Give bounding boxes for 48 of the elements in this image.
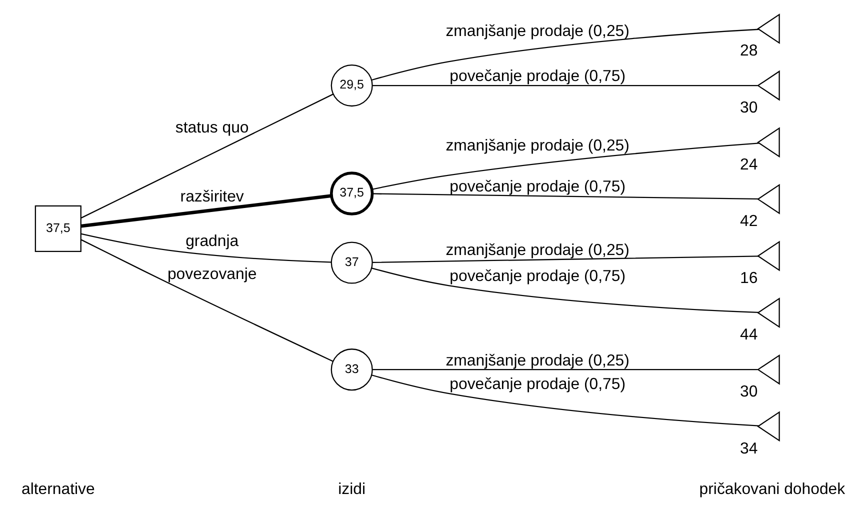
edge-label: razširitev bbox=[180, 188, 244, 206]
connector bbox=[80, 233, 331, 263]
connector bbox=[80, 194, 332, 228]
edge-label: povezovanje bbox=[167, 266, 257, 283]
node-circle: 37 bbox=[330, 242, 373, 284]
node-triangle bbox=[756, 411, 780, 442]
connector bbox=[372, 28, 759, 81]
connector bbox=[372, 268, 758, 313]
edge-label: status quo bbox=[175, 119, 249, 136]
node-triangle bbox=[756, 13, 780, 44]
edge-label: povečanje prodaje (0,75) bbox=[450, 68, 626, 86]
edge-label: zmanjšanje prodaje (0,25) bbox=[446, 138, 630, 155]
edge-label: povečanje prodaje (0,75) bbox=[450, 268, 626, 286]
edge-label: zmanjšanje prodaje (0,25) bbox=[446, 22, 630, 40]
edge-label: povečanje prodaje (0,75) bbox=[450, 376, 626, 394]
node-triangle bbox=[756, 184, 780, 214]
node-label: 28 bbox=[740, 42, 758, 60]
edge-label: zmanjšanje prodaje (0,25) bbox=[446, 242, 630, 260]
edge-label: gradnja bbox=[186, 232, 239, 250]
edge-label: povečanje prodaje (0,75) bbox=[450, 178, 626, 196]
node-label: 30 bbox=[740, 99, 758, 116]
node-triangle bbox=[756, 354, 780, 385]
connector bbox=[372, 374, 759, 426]
node-triangle bbox=[756, 70, 780, 101]
node-label: 30 bbox=[740, 384, 758, 401]
node-label: 44 bbox=[740, 326, 758, 344]
label: izidi bbox=[338, 481, 366, 498]
connector bbox=[80, 94, 334, 218]
connector bbox=[372, 142, 760, 190]
node-circle: 29,5 bbox=[330, 64, 373, 107]
edge-label: zmanjšanje prodaje (0,25) bbox=[446, 352, 630, 370]
label: pričakovani dohodek bbox=[699, 481, 846, 498]
node-circle: 33 bbox=[330, 348, 373, 391]
node-box: 37,5 bbox=[34, 205, 82, 252]
connector bbox=[372, 84, 758, 86]
connector bbox=[80, 239, 334, 362]
node-label: 42 bbox=[740, 213, 758, 230]
node-triangle bbox=[756, 240, 780, 272]
label: alternative bbox=[21, 481, 95, 498]
node-triangle bbox=[756, 127, 780, 158]
node-label: 34 bbox=[740, 440, 758, 458]
node-circle: 37,5 bbox=[330, 172, 374, 216]
node-label: 24 bbox=[740, 156, 758, 174]
connector bbox=[372, 193, 758, 200]
node-label: 16 bbox=[740, 270, 758, 287]
connector bbox=[372, 256, 758, 264]
connector bbox=[372, 369, 758, 370]
node-triangle bbox=[756, 298, 780, 328]
